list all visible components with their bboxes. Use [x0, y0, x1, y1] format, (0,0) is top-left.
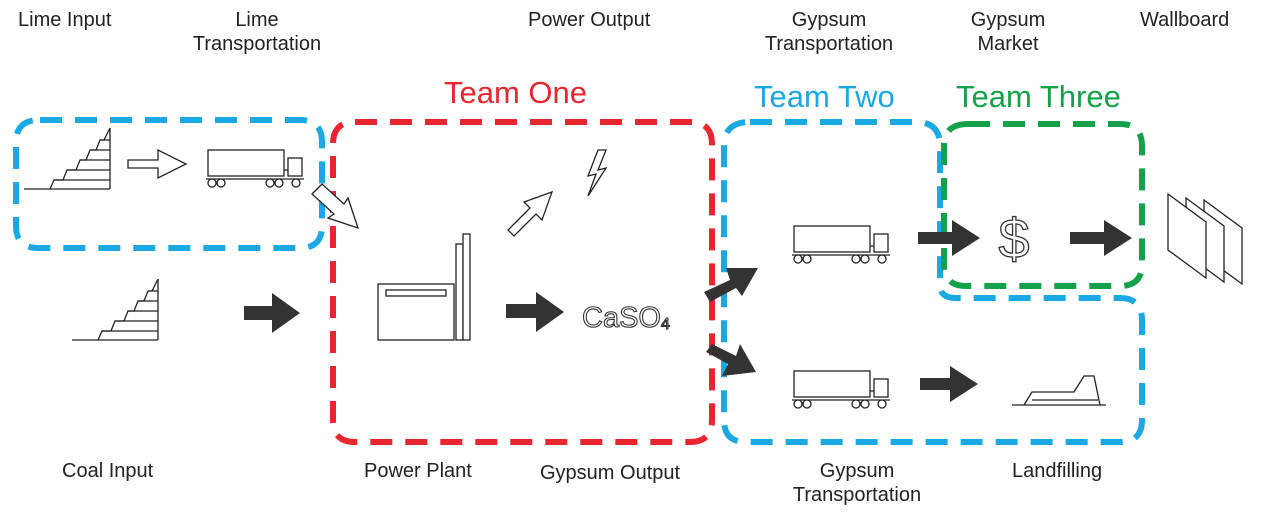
lime-to-plant-arrow-icon — [311, 183, 360, 230]
gypsum-landfill-truck-icon — [791, 370, 891, 409]
outline-arrow-icon — [127, 148, 188, 180]
team-two-box — [721, 119, 1145, 445]
lime-transport-line1: Lime — [235, 9, 279, 31]
solid-arrows — [244, 220, 1132, 402]
team-three-box — [941, 121, 1145, 289]
team-three-title: Team Three — [956, 79, 1121, 114]
gypsum-market-truck-icon — [791, 225, 891, 264]
power-plant-icon — [377, 233, 471, 341]
gypsum-to-truck-top-arrow-icon — [704, 268, 758, 302]
plant-to-gypsum-arrow-icon — [506, 292, 564, 332]
gypsum-transport-top-line1: Gypsum — [791, 9, 867, 31]
team-one-title: Team One — [444, 75, 588, 110]
lime-stairs-icon — [24, 127, 111, 190]
lime-transport-line2: Transportation — [192, 33, 322, 55]
wallboard-icon — [1167, 192, 1243, 286]
truck-to-landfill-arrow-icon — [920, 366, 978, 402]
gypsum-market-line2: Market — [977, 33, 1039, 55]
truck-to-market-arrow-icon — [918, 220, 980, 256]
wallboard-label: Wallboard — [1140, 9, 1230, 31]
gypsum-transport-bottom-label: Gypsum Transportation — [778, 459, 936, 507]
team-two-lime-box — [13, 117, 325, 251]
power-plant-label: Power Plant — [364, 460, 472, 482]
gypsum-to-truck-bottom-arrow-icon — [706, 344, 756, 376]
lime-input-label: Lime Input — [18, 9, 112, 31]
gypsum-transport-bottom-line2: Transportation — [792, 484, 922, 506]
lime-transport-label: Lime Transportation — [178, 8, 336, 56]
caso4-formula: CaSO4 — [582, 302, 670, 334]
gypsum-transport-top-line2: Transportation — [764, 33, 894, 55]
gypsum-market-label: Gypsum Market — [968, 8, 1048, 56]
gypsum-transport-top-label: Gypsum Transportation — [750, 8, 908, 56]
landfilling-label: Landfilling — [1012, 460, 1103, 482]
gypsum-output-label: Gypsum Output — [540, 462, 681, 484]
coal-to-plant-arrow-icon — [244, 293, 300, 333]
power-output-label: Power Output — [528, 9, 651, 31]
team-two-title: Team Two — [754, 79, 895, 114]
power-output-arrow-icon — [507, 190, 554, 237]
dollar-icon: $ — [998, 207, 1029, 270]
lightning-icon — [586, 149, 608, 197]
coal-input-label: Coal Input — [62, 460, 154, 482]
coal-stairs-icon — [72, 278, 159, 341]
team-one-box — [330, 119, 715, 445]
gypsum-market-line1: Gypsum — [970, 9, 1046, 31]
gypsum-transport-bottom-line1: Gypsum — [819, 460, 895, 482]
lime-truck-icon — [205, 149, 305, 188]
market-to-wallboard-arrow-icon — [1070, 220, 1132, 256]
landfill-icon — [1012, 375, 1106, 406]
